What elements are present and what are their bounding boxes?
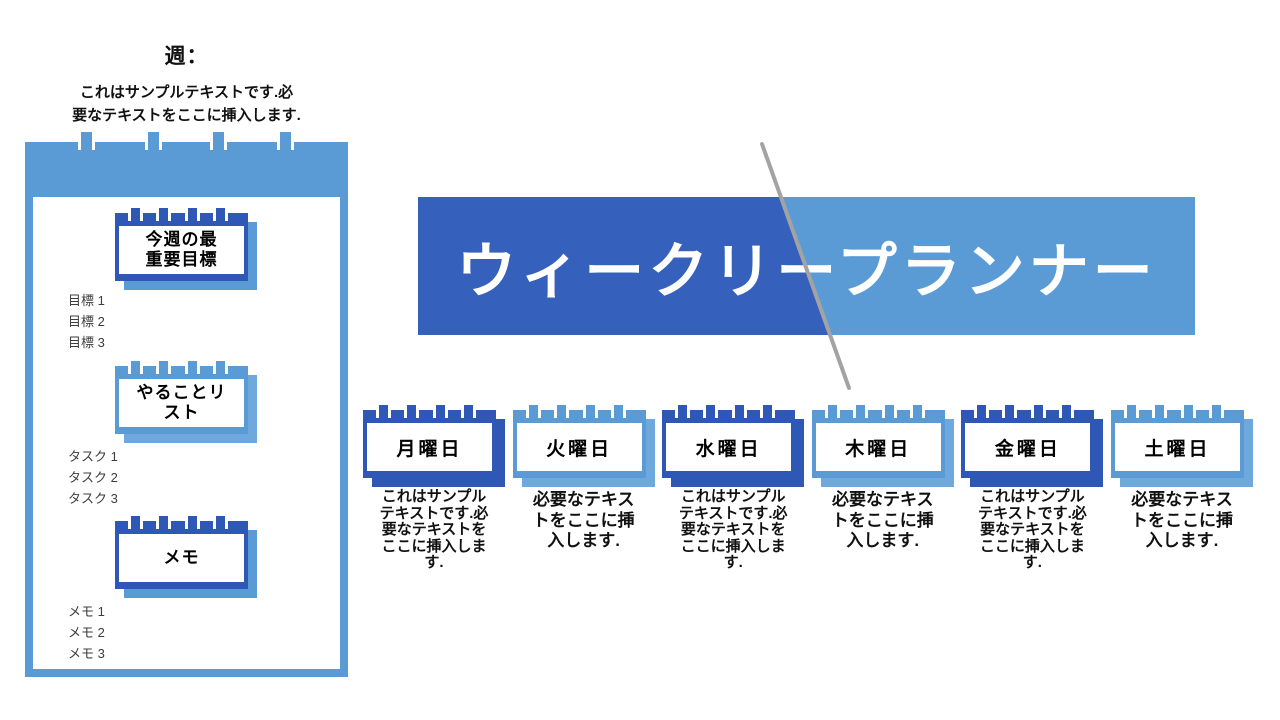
calendar-ring-tab: [213, 513, 228, 529]
calendar-ring-tab: [433, 402, 448, 418]
card-frame: メモ: [115, 521, 248, 589]
tuesday-card: 火曜日: [512, 402, 655, 487]
goals-list: 目標 1 目標 2 目標 3: [68, 293, 105, 350]
calendar-ring-tab: [404, 402, 419, 418]
calendar-ring-tab: [1123, 402, 1139, 418]
monday-label: 月曜日: [367, 423, 492, 471]
calendar-ring-tab: [185, 358, 200, 374]
card-frame: 土曜日: [1110, 410, 1244, 478]
calendar-ring-tab: [824, 402, 840, 418]
friday-note: これはサンプル テキストです.必 要なテキストを ここに挿入しま す.: [978, 488, 1087, 571]
week-note-text: これはサンプルテキストです.必 要なテキストをここに挿入します.: [72, 84, 301, 124]
calendar-ring-tab: [213, 205, 228, 221]
todo-card-title: やることリ スト: [119, 379, 244, 427]
week-header: 週： これはサンプルテキストです.必 要なテキストをここに挿入します.: [25, 40, 348, 127]
weekday-row: 月曜日 これはサンプル テキストです.必 要なテキストを ここに挿入しま す. …: [363, 402, 1253, 572]
monday-card: 月曜日: [363, 402, 505, 487]
calendar-ring-tab: [703, 402, 719, 418]
wednesday-card: 水曜日: [662, 402, 805, 487]
calendar-ring-tab: [128, 513, 143, 529]
calendar-ring-tab: [1151, 402, 1167, 418]
saturday-note: 必要なテキス トをここに挿 入します.: [1130, 490, 1233, 550]
calendar-ring-tab: [128, 205, 143, 221]
calendar-ring-tab: [461, 402, 476, 418]
calendar-ring-tab: [732, 402, 748, 418]
card-frame: 木曜日: [811, 410, 945, 478]
calendar-ring-tab: [185, 205, 200, 221]
card-frame: やることリ スト: [115, 366, 248, 434]
day-column-wednesday: 水曜日 これはサンプル テキストです.必 要なテキストを ここに挿入しま す.: [662, 402, 805, 572]
week-label: 週：: [164, 45, 209, 68]
day-column-thursday: 木曜日 必要なテキス トをここに挿 入します.: [811, 402, 954, 572]
calendar-ring-tab: [582, 402, 598, 418]
calendar-ring-tab: [156, 513, 171, 529]
friday-label: 金曜日: [965, 423, 1091, 471]
day-column-saturday: 土曜日 必要なテキス トをここに挿 入します.: [1110, 402, 1253, 572]
page-title: ウィークリープランナー: [418, 197, 1195, 335]
friday-card: 金曜日: [961, 402, 1104, 487]
calendar-ring-tab: [1031, 402, 1047, 418]
calendar-ring-tab: [675, 402, 691, 418]
calendar-ring-tab: [156, 205, 171, 221]
saturday-card: 土曜日: [1110, 402, 1253, 487]
panel-header-bar: [33, 150, 340, 197]
card-frame: 今週の最 重要目標: [115, 213, 248, 281]
day-column-friday: 金曜日 これはサンプル テキストです.必 要なテキストを ここに挿入しま す.: [961, 402, 1104, 572]
tuesday-note: 必要なテキス トをここに挿 入します.: [532, 490, 635, 550]
wednesday-label: 水曜日: [666, 423, 792, 471]
panel-body: 今週の最 重要目標 目標 1 目標 2 目標 3 やることリ スト タスク 1 …: [33, 150, 340, 669]
tuesday-label: 火曜日: [516, 423, 642, 471]
diagonal-line-icon: [760, 142, 851, 390]
calendar-ring-tab: [881, 402, 897, 418]
calendar-ring-tab: [1208, 402, 1224, 418]
calendar-ring-tab: [1002, 402, 1018, 418]
calendar-ring-tab: [525, 402, 541, 418]
calendar-ring-tab: [1180, 402, 1196, 418]
calendar-ring-tab: [213, 358, 228, 374]
card-frame: 水曜日: [662, 410, 796, 478]
calendar-ring-tab: [610, 402, 626, 418]
calendar-ring-tab: [185, 513, 200, 529]
card-frame: 月曜日: [363, 410, 496, 478]
calendar-ring-tab: [553, 402, 569, 418]
monday-note: これはサンプル テキストです.必 要なテキストを ここに挿入しま す.: [379, 488, 489, 571]
calendar-ring-tab: [760, 402, 776, 418]
goals-card-title: 今週の最 重要目標: [119, 226, 244, 274]
calendar-ring-tab: [128, 358, 143, 374]
day-column-tuesday: 火曜日 必要なテキス トをここに挿 入します.: [512, 402, 655, 572]
calendar-ring-tab: [376, 402, 391, 418]
saturday-label: 土曜日: [1114, 423, 1240, 471]
thursday-card: 木曜日: [811, 402, 954, 487]
thursday-label: 木曜日: [815, 423, 941, 471]
calendar-ring-tab: [974, 402, 990, 418]
memos-list: メモ 1 メモ 2 メモ 3: [68, 604, 105, 661]
memo-card: メモ: [115, 513, 257, 598]
memo-card-title: メモ: [119, 534, 244, 582]
weekly-panel: 今週の最 重要目標 目標 1 目標 2 目標 3 やることリ スト タスク 1 …: [25, 132, 348, 677]
card-frame: 火曜日: [512, 410, 646, 478]
todo-card: やることリ スト: [115, 358, 257, 443]
calendar-ring-tab: [909, 402, 925, 418]
card-frame: 金曜日: [961, 410, 1095, 478]
wednesday-note: これはサンプル テキストです.必 要なテキストを ここに挿入しま す.: [678, 488, 788, 571]
calendar-ring-tab: [1059, 402, 1075, 418]
day-column-monday: 月曜日 これはサンプル テキストです.必 要なテキストを ここに挿入しま す.: [363, 402, 505, 572]
thursday-note: 必要なテキス トをここに挿 入します.: [831, 490, 934, 550]
calendar-ring-tab: [852, 402, 868, 418]
tasks-list: タスク 1 タスク 2 タスク 3: [68, 449, 118, 506]
banner-dark-half: [418, 197, 831, 335]
calendar-ring-tab: [156, 358, 171, 374]
goals-card: 今週の最 重要目標: [115, 205, 257, 290]
